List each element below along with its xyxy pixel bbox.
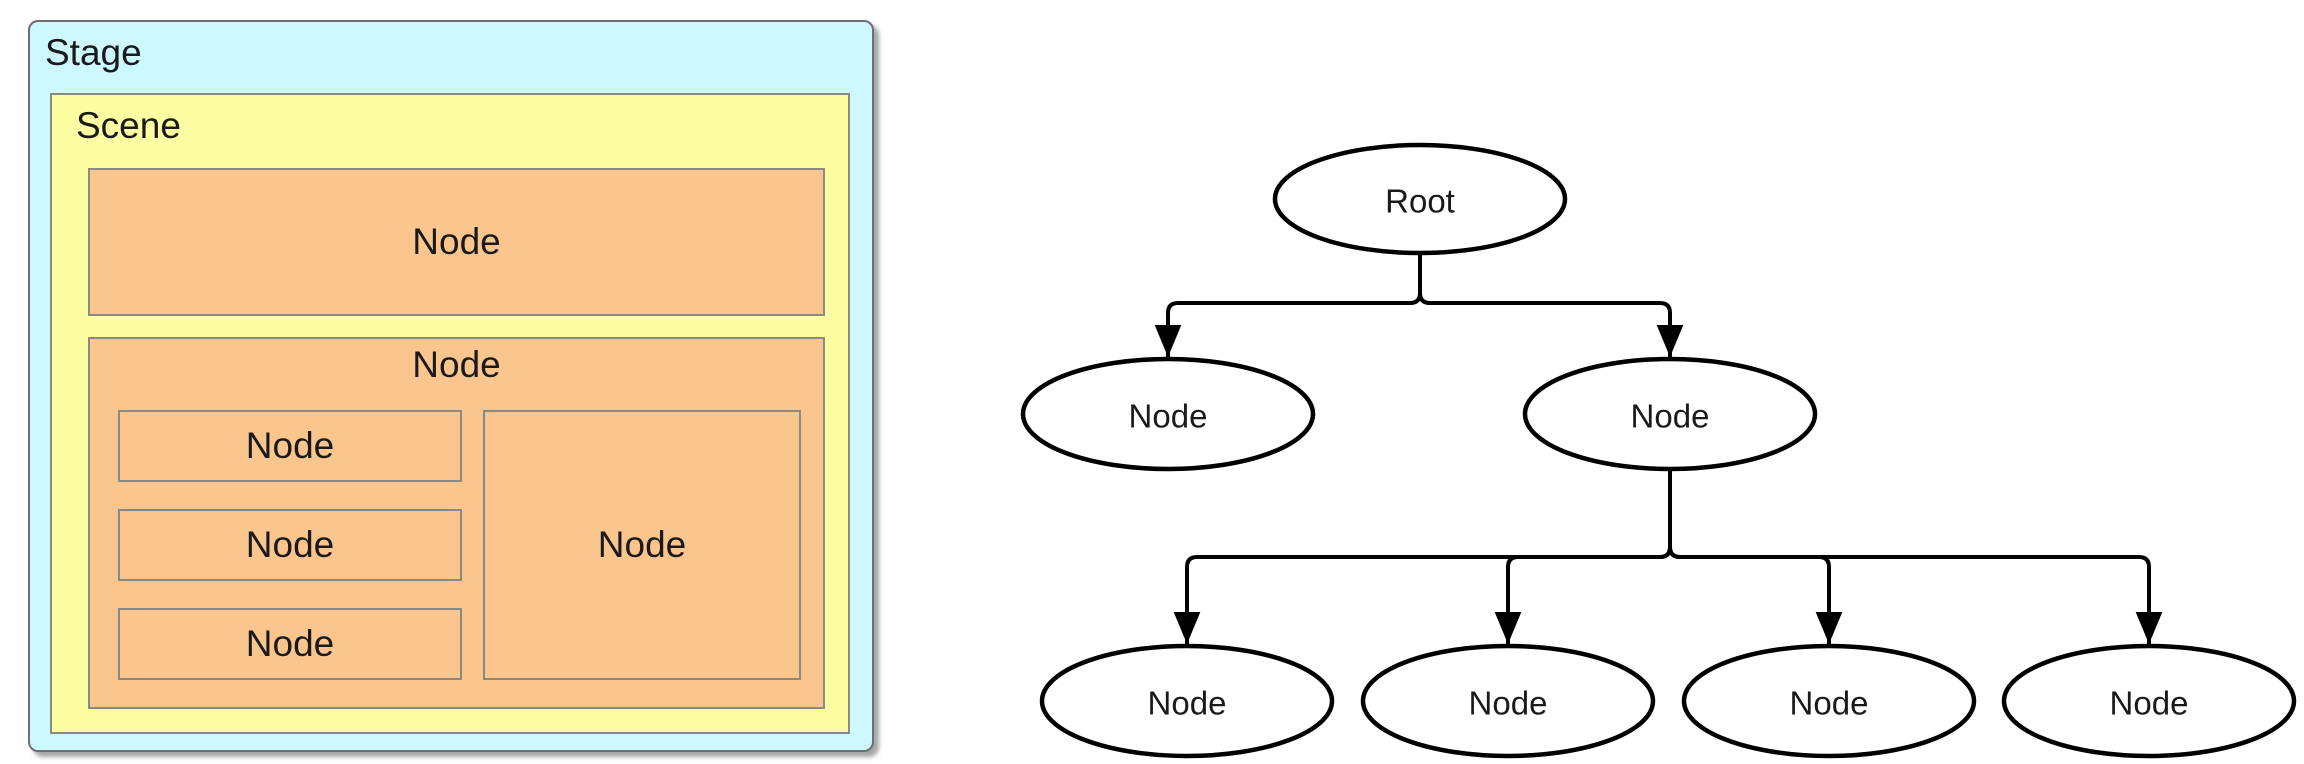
big-child-node-label: Node (597, 524, 687, 565)
level3-node-1: Node (1039, 643, 1335, 759)
level3-ellipse-2 (1360, 643, 1656, 759)
level2-right-ellipse (1522, 356, 1818, 472)
level3-node-2: Node (1360, 643, 1656, 759)
scene-label: Scene (76, 105, 181, 146)
level3-node-4: Node (2001, 643, 2297, 759)
tree-edge-node-to-child-2 (1494, 469, 1672, 644)
big-child-node-box: Node (483, 410, 801, 680)
child-node-box-1: Node (118, 410, 462, 482)
level3-ellipse-1 (1039, 643, 1335, 759)
child-node-label-2: Node (245, 524, 335, 565)
scene-box: Scene Node Node Node Node Node Node (50, 93, 850, 734)
tree-edge-root-to-right (1418, 253, 1684, 357)
root-label: Root (1385, 183, 1455, 220)
level3-label-1: Node (1148, 685, 1227, 722)
level2-left-ellipse (1020, 356, 1316, 472)
child-node-label-3: Node (245, 623, 335, 664)
level3-ellipse-4 (2001, 643, 2297, 759)
root-ellipse (1272, 142, 1568, 256)
level2-left-label: Node (1129, 398, 1208, 435)
stage-label: Stage (45, 32, 142, 73)
group-node-box: Node Node Node Node Node (88, 337, 825, 709)
top-node-label: Node (412, 221, 501, 262)
level3-node-3: Node (1681, 643, 1977, 759)
level2-node-left: Node (1020, 356, 1316, 472)
child-node-box-2: Node (118, 509, 462, 581)
tree-edge-node-to-child-4 (1668, 469, 2163, 644)
level3-label-4: Node (2110, 685, 2189, 722)
level2-right-label: Node (1631, 398, 1710, 435)
group-node-label: Node (412, 344, 501, 385)
root-node: Root (1272, 142, 1568, 256)
level3-ellipse-3 (1681, 643, 1977, 759)
tree-edge-root-to-left (1154, 253, 1422, 357)
child-node-box-3: Node (118, 608, 462, 680)
child-node-label-1: Node (245, 425, 335, 466)
level3-label-2: Node (1469, 685, 1548, 722)
top-node-box: Node (88, 168, 825, 316)
level3-label-3: Node (1790, 685, 1869, 722)
level2-node-right: Node (1522, 356, 1818, 472)
stage-box: Stage Scene Node Node Node Node Node Nod… (28, 20, 874, 752)
